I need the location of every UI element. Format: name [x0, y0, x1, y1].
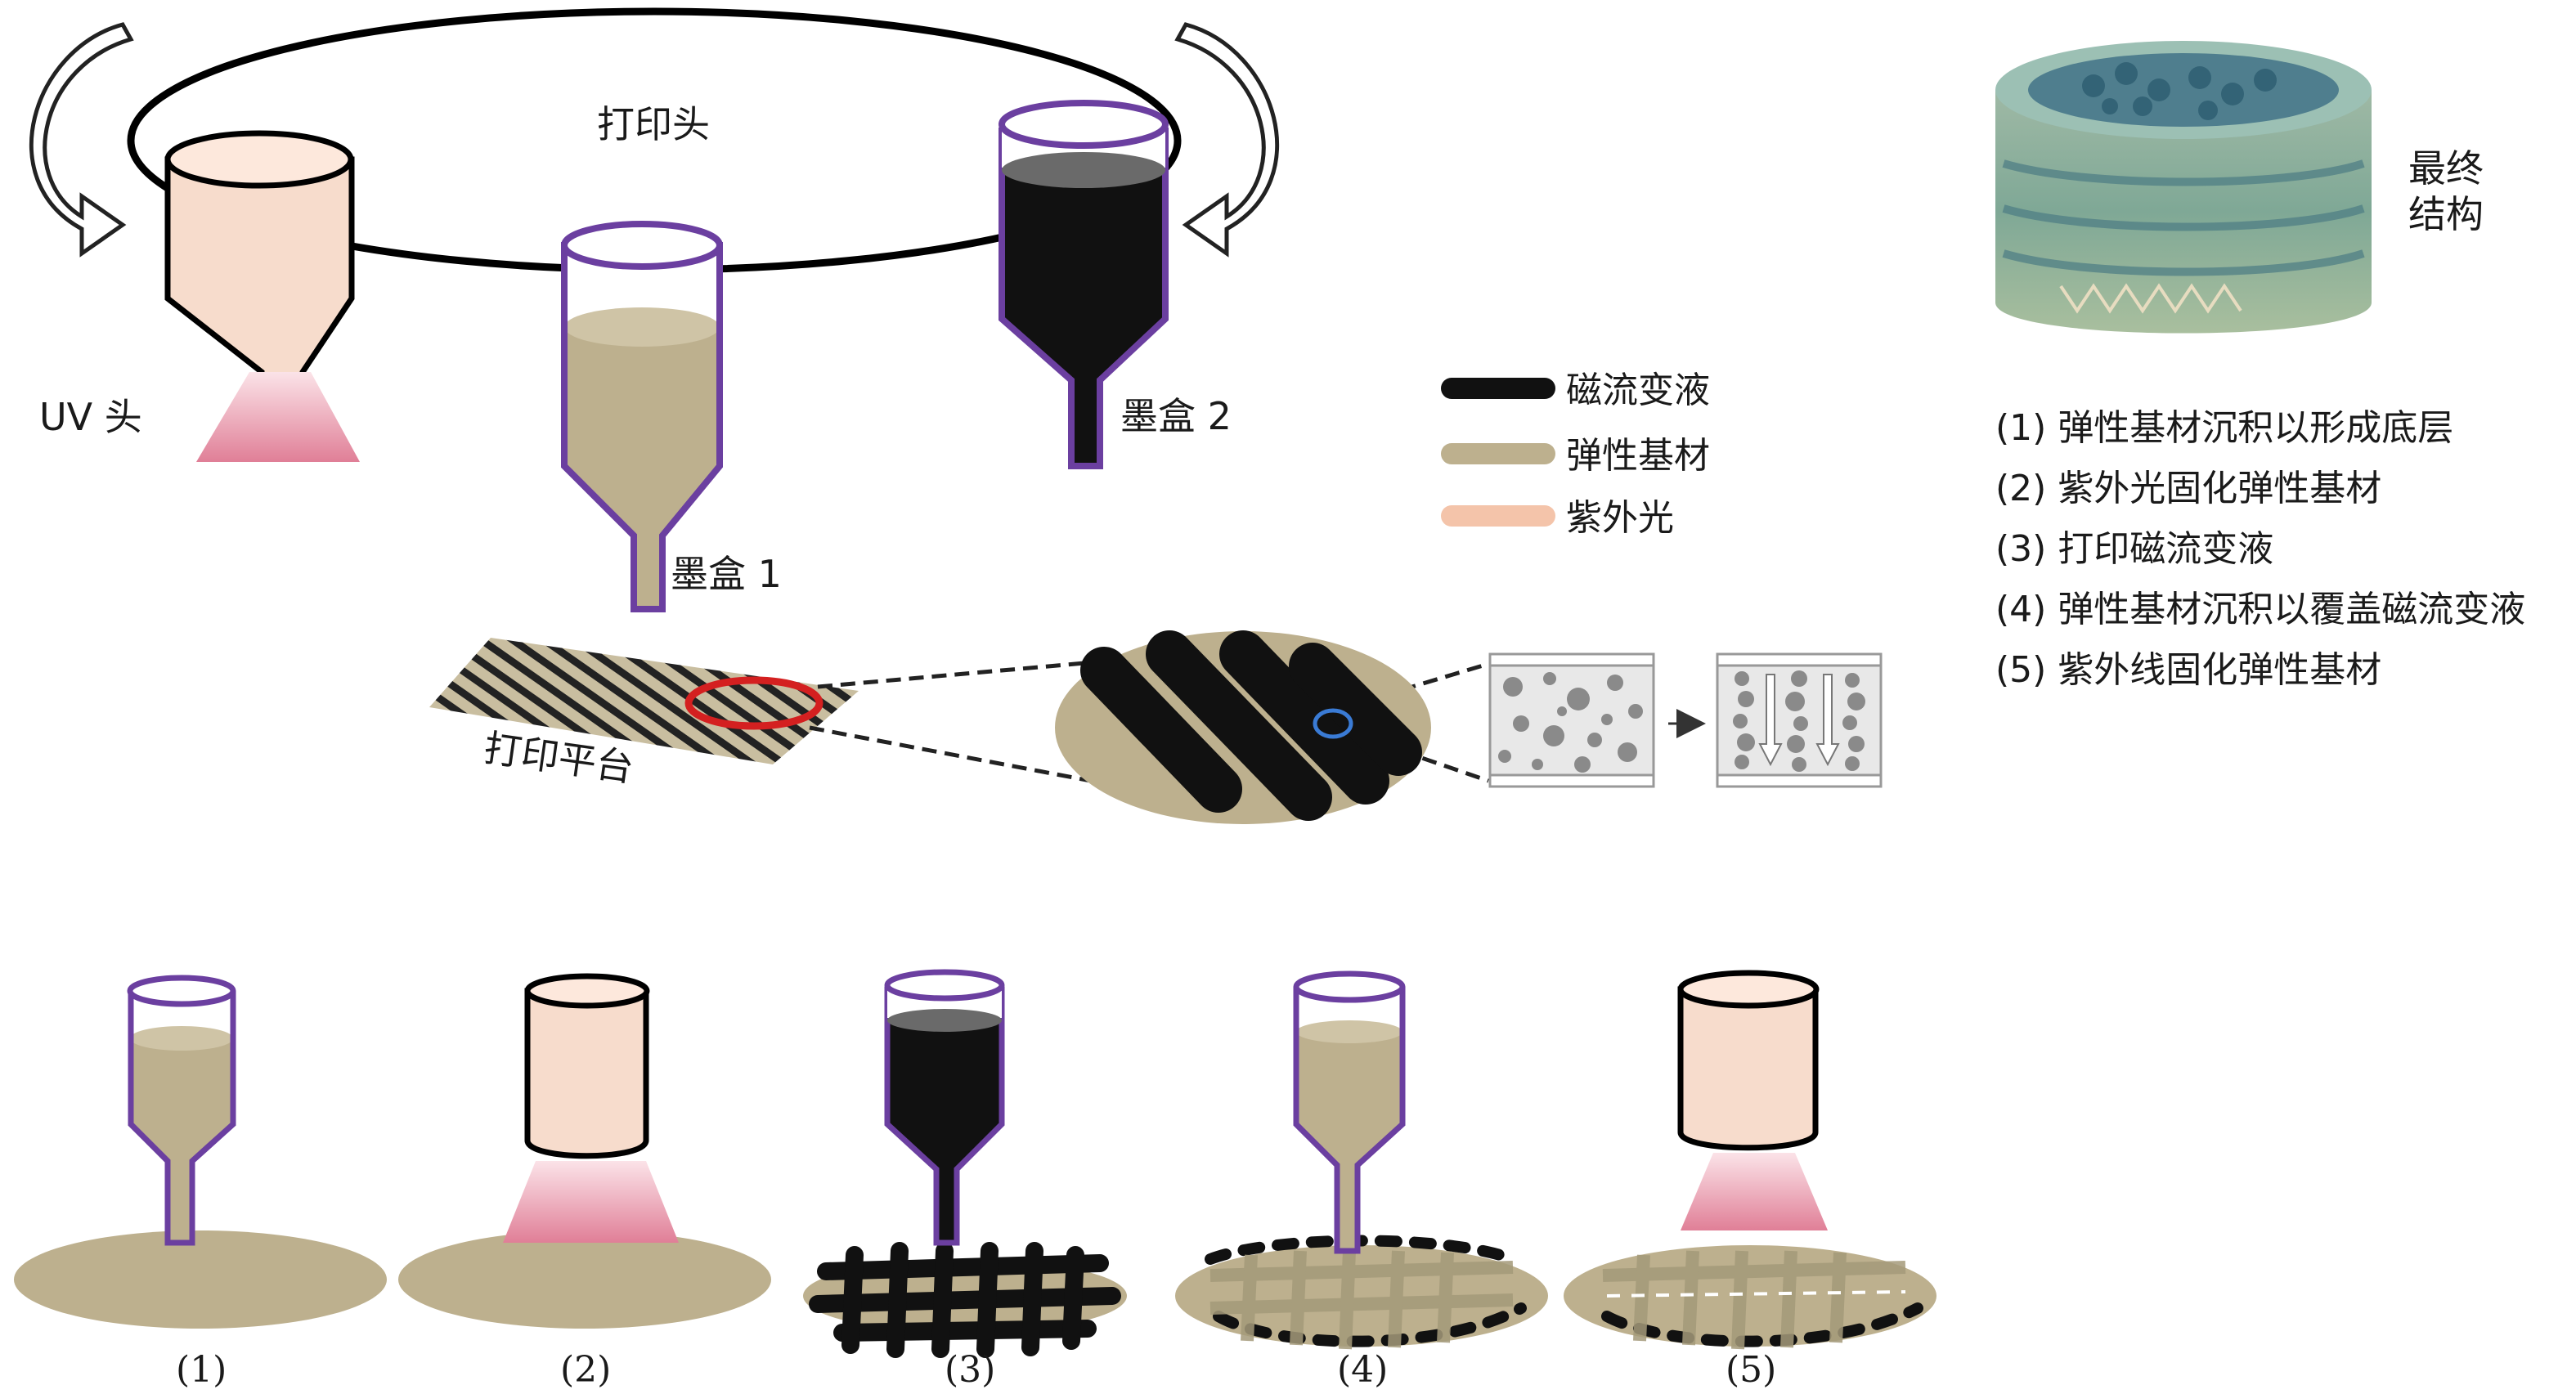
step-text-1: (1) 弹性基材沉积以形成底层	[1995, 407, 2453, 449]
final-structure-image	[1995, 41, 2372, 334]
zoomed-platform-view	[1055, 630, 1431, 824]
legend-label-mr-fluid: 磁流变液	[1566, 370, 1710, 411]
step-2-illustration	[398, 973, 771, 1329]
step-list: (1) 弹性基材沉积以形成底层 (2) 紫外光固化弹性基材 (3) 打印磁流变液…	[1995, 407, 2525, 691]
step-captions: (1) (2) (3) (4) (5)	[176, 1349, 1776, 1391]
legend-swatch-uv-light	[1441, 505, 1555, 527]
step-caption-4: (4)	[1337, 1349, 1388, 1391]
print-platform	[429, 638, 859, 764]
cartridge-1-label: 墨盒 1	[671, 552, 782, 596]
legend-label-uv-light: 紫外光	[1566, 497, 1674, 539]
step-text-3: (3) 打印磁流变液	[1995, 528, 2273, 570]
cartridge-2	[999, 100, 1169, 469]
step-text-4: (4) 弹性基材沉积以覆盖磁流变液	[1995, 589, 2525, 630]
step-5-illustration	[1564, 970, 1936, 1350]
step-3-illustration	[803, 969, 1127, 1358]
rotation-arrow-right-icon	[1174, 22, 1280, 258]
particle-alignment-schematic	[1488, 652, 1883, 788]
step-4-illustration	[1175, 970, 1548, 1350]
print-head-label: 打印头	[597, 102, 710, 146]
step-caption-5: (5)	[1726, 1349, 1776, 1391]
uv-head	[164, 130, 360, 462]
uv-head-label: UV 头	[39, 395, 142, 439]
cartridge-2-label: 墨盒 2	[1120, 394, 1232, 438]
legend-swatch-elastomer	[1441, 443, 1555, 464]
cartridge-1	[561, 221, 723, 612]
step-caption-3: (3)	[945, 1349, 995, 1391]
step-1-illustration	[14, 975, 387, 1329]
legend-swatch-mr-fluid	[1441, 378, 1555, 399]
step-caption-1: (1)	[176, 1349, 227, 1391]
legend-label-elastomer: 弹性基材	[1566, 435, 1710, 477]
legend: 磁流变液 弹性基材 紫外光	[1441, 370, 1710, 539]
step-caption-2: (2)	[560, 1349, 611, 1391]
final-structure-label-line1: 最终	[2408, 146, 2484, 190]
rotation-arrow-left-icon	[29, 22, 134, 258]
step-text-5: (5) 紫外线固化弹性基材	[1995, 649, 2381, 691]
step-text-2: (2) 紫外光固化弹性基材	[1995, 468, 2381, 509]
final-structure-label-line2: 结构	[2408, 192, 2484, 236]
